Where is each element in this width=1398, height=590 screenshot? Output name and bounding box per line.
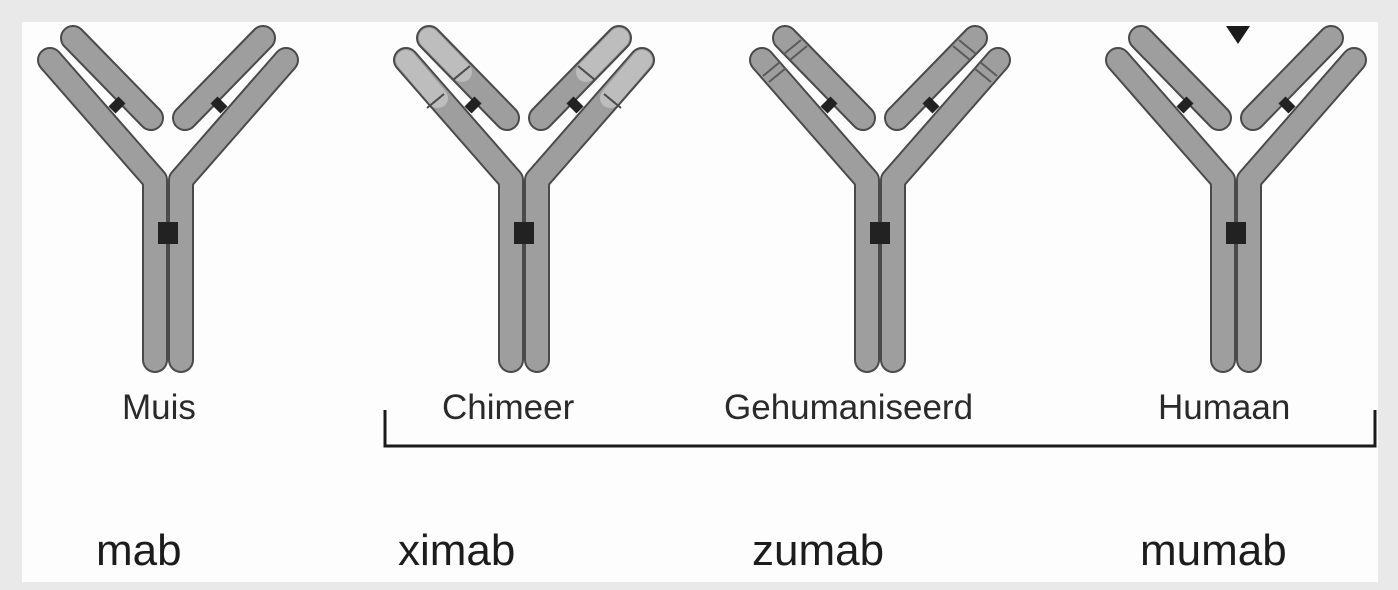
antibody-human [1118, 38, 1354, 360]
suffix-mouse: mab [96, 526, 182, 575]
variable-domains-chimeric [396, 28, 652, 109]
cdr-stripes-humanized [762, 39, 998, 83]
suffix-human: mumab [1140, 526, 1287, 575]
triangle-marker-icon [1226, 26, 1250, 44]
suffix-humanized: zumab [752, 526, 885, 575]
group-bracket [383, 410, 1377, 448]
antibody-humanized [762, 38, 998, 360]
label-human: Humaan [1158, 388, 1291, 427]
antibody-mouse [50, 38, 286, 360]
label-mouse: Muis [122, 388, 196, 427]
antibody-chimeric [406, 38, 642, 360]
label-chimeric: Chimeer [442, 388, 575, 427]
suffix-chimeric: ximab [398, 526, 516, 575]
label-humanized: Gehumaniseerd [724, 388, 974, 427]
